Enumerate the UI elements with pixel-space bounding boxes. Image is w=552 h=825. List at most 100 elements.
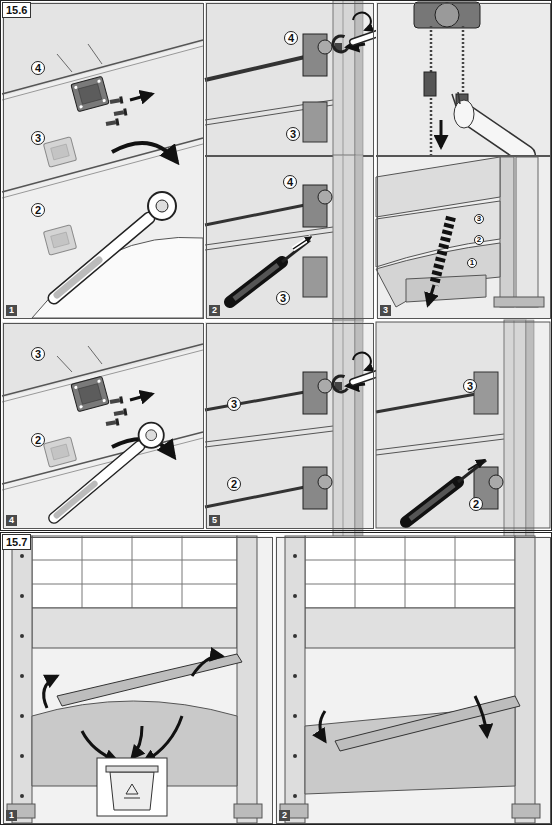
step-number: 4 — [6, 515, 17, 526]
callout-number: 3 — [31, 347, 45, 361]
step-illustration — [106, 766, 158, 772]
step-illustration — [130, 394, 152, 400]
step-illustration — [105, 118, 119, 127]
step-illustration — [466, 114, 526, 155]
step-illustration — [205, 392, 305, 410]
step-illustration — [376, 157, 550, 318]
step-illustration — [285, 536, 305, 823]
step-illustration — [57, 654, 242, 706]
step-illustration — [2, 2, 203, 318]
callout-number: 2 — [31, 203, 45, 217]
step-illustration — [376, 2, 550, 155]
step-panel: 3 — [377, 3, 551, 319]
step-illustration — [376, 157, 550, 318]
step-illustration — [205, 57, 305, 80]
step-illustration — [515, 536, 535, 823]
callout-number: 1 — [467, 258, 477, 268]
step-illustration — [335, 696, 520, 751]
step-illustration — [376, 394, 476, 412]
step-illustration — [205, 0, 394, 320]
step-illustration — [32, 536, 237, 608]
step-illustration — [205, 322, 333, 528]
step-illustration — [130, 94, 152, 100]
step-panel: 5 — [206, 323, 374, 529]
section-number: 15.6 — [2, 2, 31, 18]
step-illustration — [32, 608, 237, 648]
step-illustration — [205, 426, 333, 447]
callout-number: 3 — [276, 291, 290, 305]
step-panel: 1 — [3, 537, 273, 824]
step-illustration — [414, 2, 480, 28]
step-illustration — [454, 100, 474, 128]
step-illustration — [452, 92, 460, 106]
step-illustration — [512, 804, 540, 818]
step-illustration — [440, 120, 443, 147]
step-number: 5 — [209, 515, 220, 526]
step-illustration — [113, 408, 127, 417]
step-illustration — [234, 804, 262, 818]
step-illustration — [43, 437, 76, 467]
callout-number: 3 — [474, 214, 484, 224]
step-illustration — [2, 2, 203, 318]
step-illustration — [205, 227, 333, 250]
step-number: 1 — [6, 305, 17, 316]
step-illustration — [2, 322, 203, 528]
step-illustration — [2, 138, 203, 192]
step-illustration — [305, 536, 515, 608]
step-illustration — [475, 696, 487, 736]
step-illustration — [192, 656, 222, 676]
step-illustration — [376, 434, 504, 455]
step-illustration — [489, 475, 503, 489]
step-illustration — [303, 102, 327, 142]
step-illustration — [54, 423, 164, 518]
step-number: 2 — [279, 810, 290, 821]
step-illustration — [43, 137, 76, 167]
step-illustration — [109, 396, 123, 405]
step-illustration — [112, 143, 177, 162]
step-illustration — [406, 275, 486, 302]
step-number: 3 — [380, 305, 391, 316]
step-illustration — [434, 217, 451, 285]
callout-number: 2 — [227, 477, 241, 491]
step-illustration — [205, 157, 333, 318]
callout-number: 3 — [463, 379, 477, 393]
step-number: 2 — [209, 305, 220, 316]
step-illustration — [494, 297, 544, 307]
callout-number: 3 — [286, 127, 300, 141]
step-illustration — [376, 322, 504, 528]
callout-number: 2 — [31, 433, 45, 447]
step-illustration — [20, 556, 24, 796]
callout-number: 3 — [31, 131, 45, 145]
callout-number: 3 — [227, 397, 241, 411]
step-illustration — [124, 784, 140, 798]
step-illustration — [376, 2, 550, 155]
step-illustration — [71, 76, 109, 111]
step-illustration — [424, 72, 436, 96]
step-illustration — [12, 536, 32, 823]
step-panel: 1 — [3, 3, 204, 319]
step-illustration — [2, 536, 272, 823]
step-illustration — [237, 536, 257, 823]
step-panel: 2 — [276, 537, 551, 824]
callout-number: 2 — [469, 497, 483, 511]
step-illustration — [2, 536, 272, 823]
step-illustration — [132, 726, 142, 758]
step-illustration — [318, 40, 332, 54]
step-illustration — [428, 285, 434, 305]
step-illustration — [57, 44, 102, 72]
step-illustration — [230, 240, 310, 302]
step-illustration — [293, 556, 297, 796]
step-illustration — [2, 46, 203, 194]
step-illustration — [406, 460, 486, 522]
step-illustration — [57, 346, 102, 372]
step-illustration — [275, 536, 550, 823]
step-illustration — [205, 2, 333, 155]
step-illustration — [97, 758, 167, 816]
section-number: 15.7 — [2, 534, 31, 550]
step-illustration — [44, 676, 57, 708]
step-illustration — [353, 353, 371, 370]
callout-number: 4 — [284, 31, 298, 45]
step-illustration — [500, 157, 514, 307]
step-illustration — [466, 114, 526, 155]
